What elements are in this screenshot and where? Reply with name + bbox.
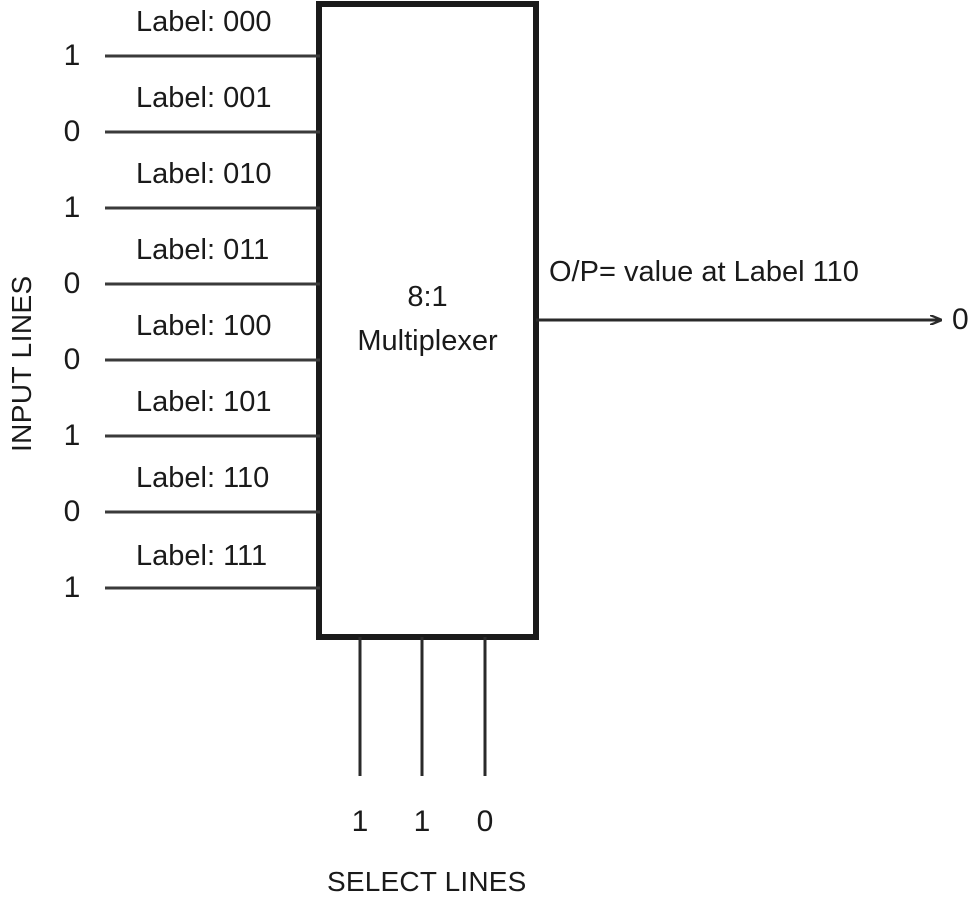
mux-name-label: Multiplexer <box>357 325 498 357</box>
select-value-2: 1 <box>413 805 431 838</box>
mux-ratio-label: 8:1 <box>407 281 448 313</box>
select-value-3: 0 <box>476 805 494 838</box>
select-lines-caption: SELECT LINES <box>327 866 527 897</box>
input-label-100: Label: 100 <box>136 310 272 342</box>
input-label-011: Label: 011 <box>136 234 270 266</box>
input-value-010: 1 <box>63 191 81 224</box>
input-label-111: Label: 111 <box>136 540 268 572</box>
input-value-110: 0 <box>63 495 81 528</box>
select-value-1: 1 <box>351 805 369 838</box>
input-label-110: Label: 110 <box>136 462 270 494</box>
input-value-011: 0 <box>63 267 81 300</box>
output-annotation: O/P= value at Label 110 <box>549 256 859 288</box>
output-value: 0 <box>952 303 969 336</box>
input-value-101: 1 <box>63 419 81 452</box>
input-value-111: 1 <box>63 571 81 604</box>
input-label-000: Label: 000 <box>136 6 272 38</box>
input-value-000: 1 <box>63 39 81 72</box>
input-value-100: 0 <box>63 343 81 376</box>
mux-box <box>316 1 539 640</box>
input-value-001: 0 <box>63 115 81 148</box>
input-label-001: Label: 001 <box>136 82 272 114</box>
input-label-101: Label: 101 <box>136 386 272 418</box>
input-label-010: Label: 010 <box>136 158 272 190</box>
input-lines-caption: INPUT LINES <box>6 275 37 452</box>
